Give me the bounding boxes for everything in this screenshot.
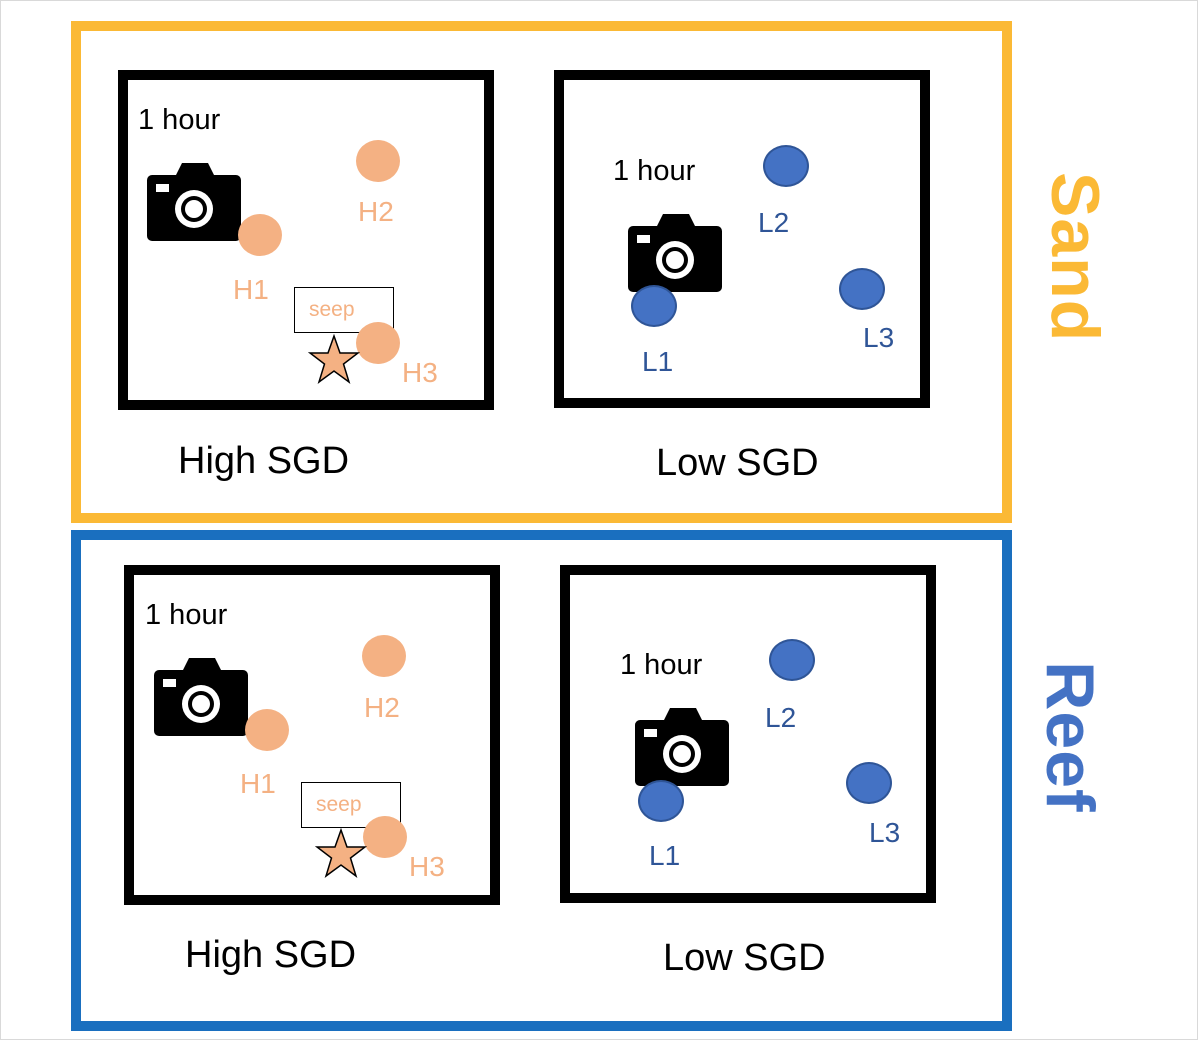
camera-icon <box>635 708 729 786</box>
site-l2-marker <box>763 145 809 187</box>
sand-zone-label: Sand <box>1037 172 1113 343</box>
sand-zone <box>71 21 1012 523</box>
reef-zone-label: Reef <box>1032 661 1108 813</box>
site-l2-label: L2 <box>765 702 797 733</box>
star-icon <box>315 828 367 878</box>
camera-icon <box>154 658 248 736</box>
sand-high-time-label: 1 hour <box>138 104 221 136</box>
site-h2-marker <box>362 635 406 677</box>
site-h1-marker <box>238 214 282 256</box>
sand-high-caption: High SGD <box>178 440 350 482</box>
reef-high-time-label: 1 hour <box>145 599 228 631</box>
site-l1-label: L1 <box>642 346 674 377</box>
reef-zone <box>71 530 1012 1031</box>
site-h3-label: H3 <box>409 851 445 882</box>
site-h3-label: H3 <box>402 357 438 388</box>
reef-low-caption: Low SGD <box>663 937 826 979</box>
sand-low-time-label: 1 hour <box>613 155 696 187</box>
site-l3-marker <box>839 268 885 310</box>
site-h2-label: H2 <box>364 692 400 723</box>
site-l1-marker <box>638 780 684 822</box>
site-l3-label: L3 <box>863 322 895 353</box>
site-l1-marker <box>631 285 677 327</box>
site-l3-marker <box>846 762 892 804</box>
star-icon <box>308 334 360 384</box>
camera-icon <box>628 214 722 292</box>
reef-low-sgd-plot <box>560 565 936 903</box>
site-l2-label: L2 <box>758 207 790 238</box>
sand-low-sgd-plot <box>554 70 930 408</box>
sand-low-caption: Low SGD <box>656 442 819 484</box>
reef-low-time-label: 1 hour <box>620 649 703 681</box>
site-l3-label: L3 <box>869 817 901 848</box>
reef-high-caption: High SGD <box>185 934 357 976</box>
site-h1-label: H1 <box>233 274 269 305</box>
site-h2-marker <box>356 140 400 182</box>
site-h2-label: H2 <box>358 196 394 227</box>
camera-icon <box>147 163 241 241</box>
site-l2-marker <box>769 639 815 681</box>
site-h3-marker <box>356 322 400 364</box>
site-l1-label: L1 <box>649 840 681 871</box>
site-h1-label: H1 <box>240 768 276 799</box>
site-h1-marker <box>245 709 289 751</box>
site-h3-marker <box>363 816 407 858</box>
